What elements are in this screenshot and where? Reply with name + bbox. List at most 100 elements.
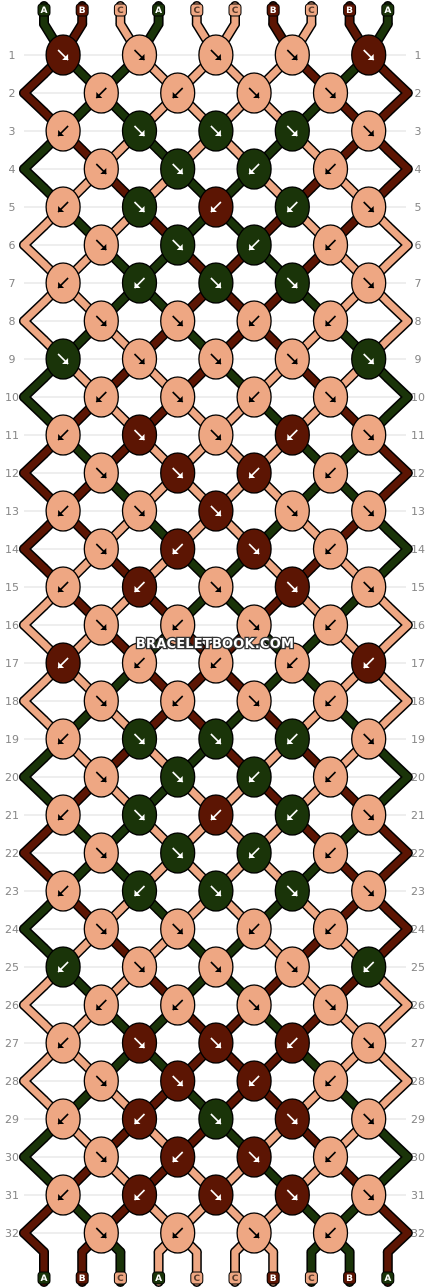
arrow-icon <box>172 923 184 935</box>
strand-segment <box>384 222 412 249</box>
knot <box>236 680 272 722</box>
strand-label-bottom: A <box>37 1271 51 1285</box>
knot <box>198 642 234 684</box>
arrow-icon <box>286 1037 298 1049</box>
arrow-icon <box>324 1227 337 1239</box>
arrow-icon <box>363 1113 375 1125</box>
arrow-icon <box>95 999 107 1011</box>
arrow-icon <box>57 885 69 897</box>
arrow-icon <box>133 277 146 289</box>
row-label-right: 4 <box>415 163 422 176</box>
strand-label-top: A <box>381 3 395 17</box>
row-label-right: 7 <box>415 277 422 290</box>
strand-segment <box>20 165 48 192</box>
knot <box>236 452 272 494</box>
knot <box>45 414 81 456</box>
row-label-left: 17 <box>5 657 19 670</box>
arrow-icon <box>133 733 146 745</box>
arrow-icon <box>248 1075 260 1087</box>
arrow-icon <box>286 353 298 365</box>
knot <box>198 946 234 988</box>
arrow-icon <box>324 847 337 859</box>
strand-label-bottom: C <box>113 1271 127 1285</box>
arrow-icon <box>363 505 375 517</box>
svg-text:B: B <box>346 1274 353 1284</box>
knot <box>198 1022 234 1064</box>
svg-text:B: B <box>79 1274 86 1284</box>
svg-text:C: C <box>232 6 239 16</box>
row-label-left: 8 <box>9 315 16 328</box>
arrow-icon <box>172 619 184 631</box>
arrow-icon <box>133 201 146 213</box>
knot <box>236 756 272 798</box>
arrow-icon <box>133 353 146 365</box>
strand-label-bottom: B <box>343 1271 357 1285</box>
arrow-icon <box>248 543 260 555</box>
knot <box>45 338 81 380</box>
strand-segment <box>384 1134 412 1161</box>
strand-segment <box>20 393 48 420</box>
knot <box>121 718 158 760</box>
arrow-icon <box>210 657 222 669</box>
arrow-icon <box>172 87 184 99</box>
arrow-icon <box>324 543 337 555</box>
strand-segment <box>384 70 412 97</box>
arrow-icon <box>286 201 298 213</box>
knot <box>45 642 81 684</box>
knot <box>274 338 310 380</box>
row-label-left: 7 <box>9 277 16 290</box>
arrow-icon <box>95 619 107 631</box>
row-label-left: 31 <box>5 1189 19 1202</box>
knot <box>45 490 81 532</box>
arrow-icon <box>248 619 260 631</box>
row-label-right: 32 <box>411 1227 425 1240</box>
arrow-icon <box>248 1227 260 1239</box>
svg-text:B: B <box>270 1274 277 1284</box>
arrow-icon <box>95 1151 107 1163</box>
strand-segment <box>20 545 48 572</box>
arrow-icon <box>133 961 146 973</box>
knot <box>121 794 158 836</box>
knot <box>274 186 310 228</box>
svg-text:B: B <box>270 6 277 16</box>
arrow-icon <box>363 429 375 441</box>
knot <box>198 414 234 456</box>
row-label-right: 24 <box>411 923 425 936</box>
strand-label-bottom: B <box>266 1271 280 1285</box>
arrow-icon <box>210 885 222 897</box>
strand-segment <box>384 1058 412 1085</box>
svg-text:B: B <box>79 6 86 16</box>
knot <box>274 34 310 76</box>
strand-label-top: B <box>343 3 357 17</box>
arrow-icon <box>324 163 337 175</box>
knot <box>198 34 234 76</box>
arrow-icon <box>57 581 69 593</box>
row-label-left: 30 <box>5 1151 19 1164</box>
row-label-left: 15 <box>5 581 19 594</box>
row-label-left: 5 <box>9 201 16 214</box>
strand-label-bottom: A <box>152 1271 166 1285</box>
knot <box>45 34 81 76</box>
row-label-right: 11 <box>411 429 425 442</box>
arrow-icon <box>133 809 146 821</box>
strand-label-top: C <box>228 3 242 17</box>
arrow-icon <box>248 1151 260 1163</box>
arrow-icon <box>172 999 184 1011</box>
arrow-icon <box>286 1113 298 1125</box>
knot <box>83 452 119 494</box>
strand-segment <box>20 1153 48 1180</box>
knot <box>274 566 310 608</box>
arrow-icon <box>286 429 298 441</box>
row-label-right: 13 <box>411 505 425 518</box>
arrow-icon <box>363 1037 375 1049</box>
arrow-icon <box>363 201 375 213</box>
arrow-icon <box>324 771 337 783</box>
row-label-left: 2 <box>9 87 16 100</box>
strand-segment <box>384 545 412 572</box>
knot <box>45 110 81 152</box>
knot <box>274 490 310 532</box>
arrow-icon <box>172 163 184 175</box>
knot <box>83 148 119 190</box>
row-label-left: 9 <box>9 353 16 366</box>
